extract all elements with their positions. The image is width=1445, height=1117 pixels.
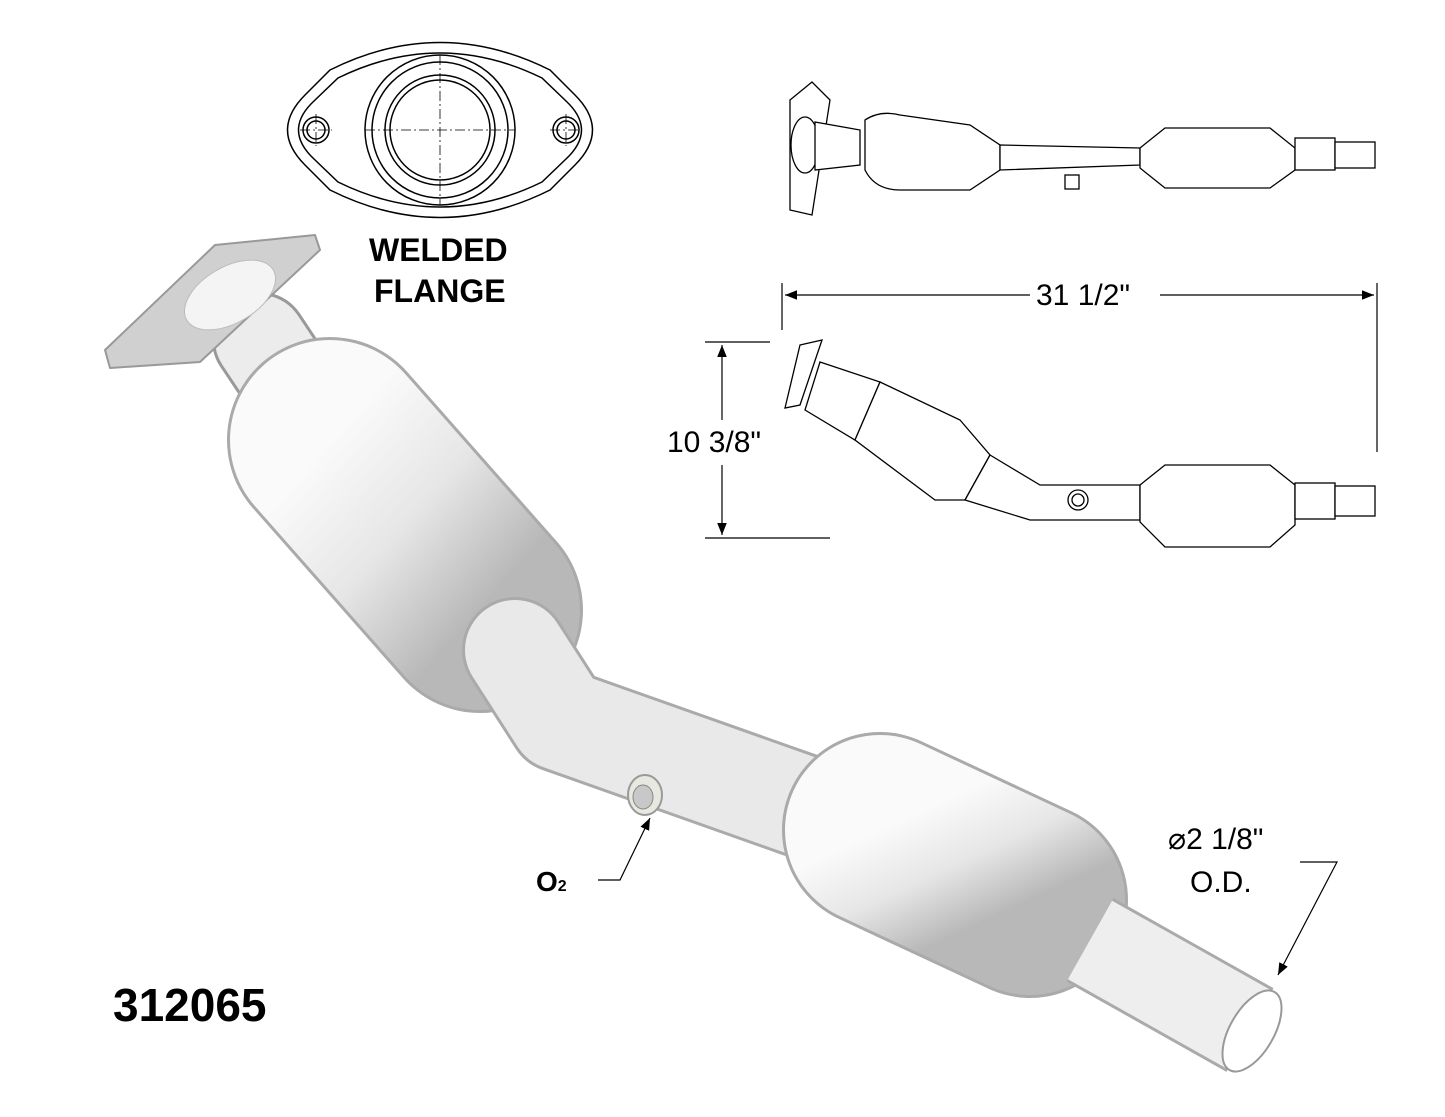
diameter-symbol: ⌀	[1168, 823, 1187, 856]
part-number: 312065	[113, 979, 267, 1031]
flange-label-line2: FLANGE	[374, 273, 506, 309]
o2-letter: O	[536, 866, 558, 897]
outlet-od-label: O.D.	[1190, 866, 1252, 899]
outlet-diameter-value: 2 1/8"	[1186, 823, 1264, 856]
catalytic-converter-3d	[104, 234, 1283, 1073]
side-view	[784, 339, 1376, 548]
flange-front-view	[286, 41, 594, 219]
flange-label-line1: WELDED	[369, 232, 508, 268]
o2-sensor-label: O2	[536, 866, 567, 898]
dimension-lines	[598, 283, 1378, 976]
top-view	[789, 81, 1376, 216]
height-dimension: 10 3/8"	[667, 426, 762, 459]
o2-subscript: 2	[557, 878, 567, 895]
length-dimension: 31 1/2"	[1036, 279, 1131, 312]
outlet-diameter: ⌀2 1/8"	[1168, 822, 1263, 857]
